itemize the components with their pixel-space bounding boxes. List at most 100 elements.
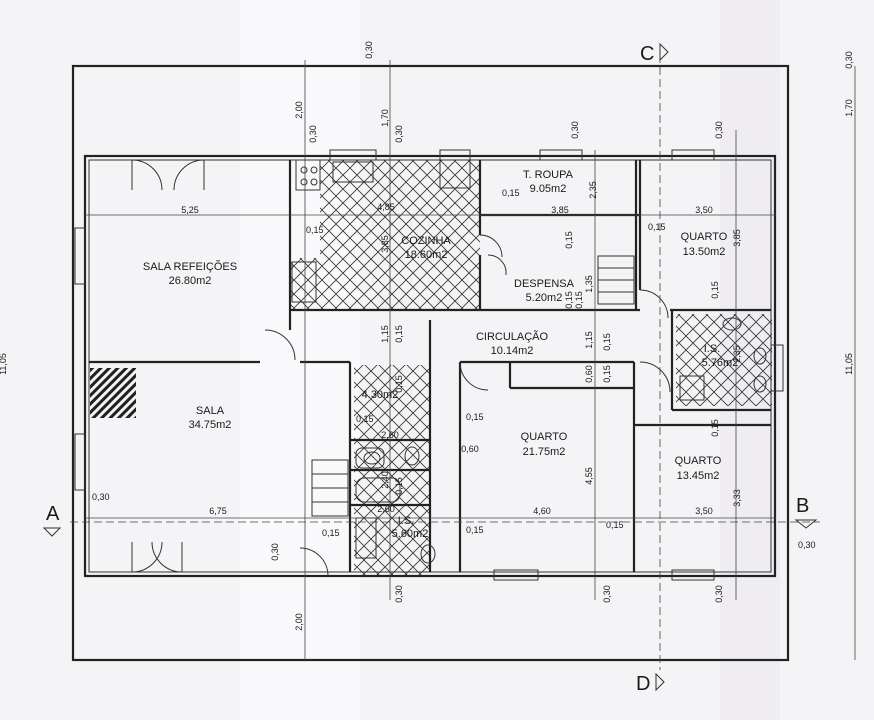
room-area: 10.14m2 (491, 345, 534, 357)
room-name: COZINHA (401, 235, 451, 247)
dimension-label: 0,30 (714, 121, 724, 139)
dimension-label: 2,60 (377, 504, 395, 514)
room-name: I.S. (704, 343, 721, 355)
dimension-label: 0,15 (606, 520, 624, 530)
dimension-label: 0,30 (394, 585, 404, 603)
dimension-label: 3,85 (380, 235, 390, 253)
dimension-label: 0,30 (844, 51, 854, 69)
dimension-label: 3,33 (732, 489, 742, 507)
dimension-label: 4,60 (533, 506, 551, 516)
room-area: 5.76m2 (702, 357, 739, 369)
dimension-label: 3,50 (695, 205, 713, 215)
room-name: QUARTO (681, 231, 728, 243)
section-marker-c: C (640, 43, 654, 65)
room-area: 26.80m2 (169, 275, 212, 287)
dimension-label: 0,15 (394, 325, 404, 343)
dimension-label: 0,30 (714, 585, 724, 603)
dimension-label: 0,30 (798, 540, 816, 550)
dimension-label: 0,15 (710, 281, 720, 299)
room-area: 5.60m2 (392, 528, 429, 540)
dimension-label: 4,85 (377, 202, 395, 212)
fixtures (291, 149, 767, 564)
dimension-label: 2,60 (381, 430, 399, 440)
stairs (311, 255, 635, 517)
section-marker-a: A (46, 503, 60, 525)
dimension-label: 0,15 (648, 222, 666, 232)
dimension-label: 0,15 (564, 291, 574, 309)
section-marker-b: B (796, 495, 809, 517)
dimension-label: 1,15 (584, 331, 594, 349)
dimension-label: 11,05 (0, 353, 8, 375)
kitchen-tiles (320, 160, 480, 310)
dimension-label: 0,15 (602, 333, 612, 351)
dimension-label: 0,15 (466, 525, 484, 535)
room-name: QUARTO (675, 455, 722, 467)
dimension-label: 2,35 (732, 345, 742, 363)
room-area: 13.50m2 (683, 246, 726, 258)
section-marker-d: D (636, 673, 650, 695)
dimension-label: 1,35 (584, 275, 594, 293)
stair-hatch (90, 368, 136, 418)
dimension-label: 0,15 (394, 477, 404, 495)
dimension-label: 0,15 (394, 375, 404, 393)
dimension-label: 3,85 (551, 205, 569, 215)
dimension-label: 0,15 (564, 231, 574, 249)
room-name: SALA (196, 405, 225, 417)
dimension-label: 0,15 (574, 291, 584, 309)
section-arrow-icon (42, 527, 62, 537)
room-area: 9.05m2 (530, 183, 567, 195)
dimension-label: 0,15 (602, 365, 612, 383)
room-name: SALA REFEIÇÕES (143, 260, 237, 273)
room-area: 34.75m2 (189, 419, 232, 431)
room-area: 21.75m2 (523, 446, 566, 458)
dimension-label: 2,35 (588, 181, 598, 199)
dimension-label: 2,00 (294, 101, 304, 119)
dimension-label: 3,50 (695, 506, 713, 516)
house-outline (83, 154, 777, 578)
room-area: 5.20m2 (526, 292, 563, 304)
dimension-label: 0,15 (466, 412, 484, 422)
room-name: CIRCULAÇÃO (476, 330, 549, 343)
dimension-label: 0,15 (710, 419, 720, 437)
dimension-label: 0,15 (322, 528, 340, 538)
dimension-label: 0,15 (502, 188, 520, 198)
windows (74, 149, 784, 581)
section-arrow-icon (659, 42, 669, 62)
dimension-label: 2,00 (294, 613, 304, 631)
dimension-label: 3,85 (732, 229, 742, 247)
section-arrow-icon (794, 519, 818, 529)
section-arrow-icon (655, 672, 665, 692)
dimension-label: 0,30 (602, 585, 612, 603)
dimension-label: 0,60 (584, 365, 594, 383)
doors (131, 159, 671, 577)
dimension-label: 5,25 (181, 205, 199, 215)
dimension-label: 0,30 (92, 492, 110, 502)
dimension-label: 0,30 (270, 543, 280, 561)
dimension-label: 1,70 (844, 99, 854, 117)
dimension-label: 4,55 (584, 467, 594, 485)
dimension-label: 0,30 (308, 125, 318, 143)
dimension-lines (70, 55, 856, 670)
plot-outline (71, 64, 790, 662)
dimension-label: 1,15 (380, 325, 390, 343)
dimension-label: 0,30 (364, 41, 374, 59)
dimension-label: 11,05 (844, 353, 854, 375)
interior-walls (89, 160, 771, 572)
room-name: DESPENSA (514, 278, 575, 290)
room-name: I.S. (398, 515, 415, 527)
room-name: QUARTO (521, 431, 568, 443)
dimension-label: 0,15 (356, 414, 374, 424)
paper-fold (240, 0, 360, 720)
dimension-label: 0,15 (306, 225, 324, 235)
dimension-label: 0,30 (394, 125, 404, 143)
dimension-label: 2,40 (380, 471, 390, 489)
dimension-label: 1,70 (380, 109, 390, 127)
dimension-label: 0,60 (461, 444, 479, 454)
dimension-label: 6,75 (209, 506, 227, 516)
room-area: 4.30m2 (362, 389, 399, 401)
room-area: 18.60m2 (405, 249, 448, 261)
room-area: 13.45m2 (677, 470, 720, 482)
room-name: T. ROUPA (523, 169, 574, 181)
vertical-dimensions: 3,85 3,85 2,35 1,35 1,15 1,15 0,60 4,55 … (0, 41, 854, 631)
